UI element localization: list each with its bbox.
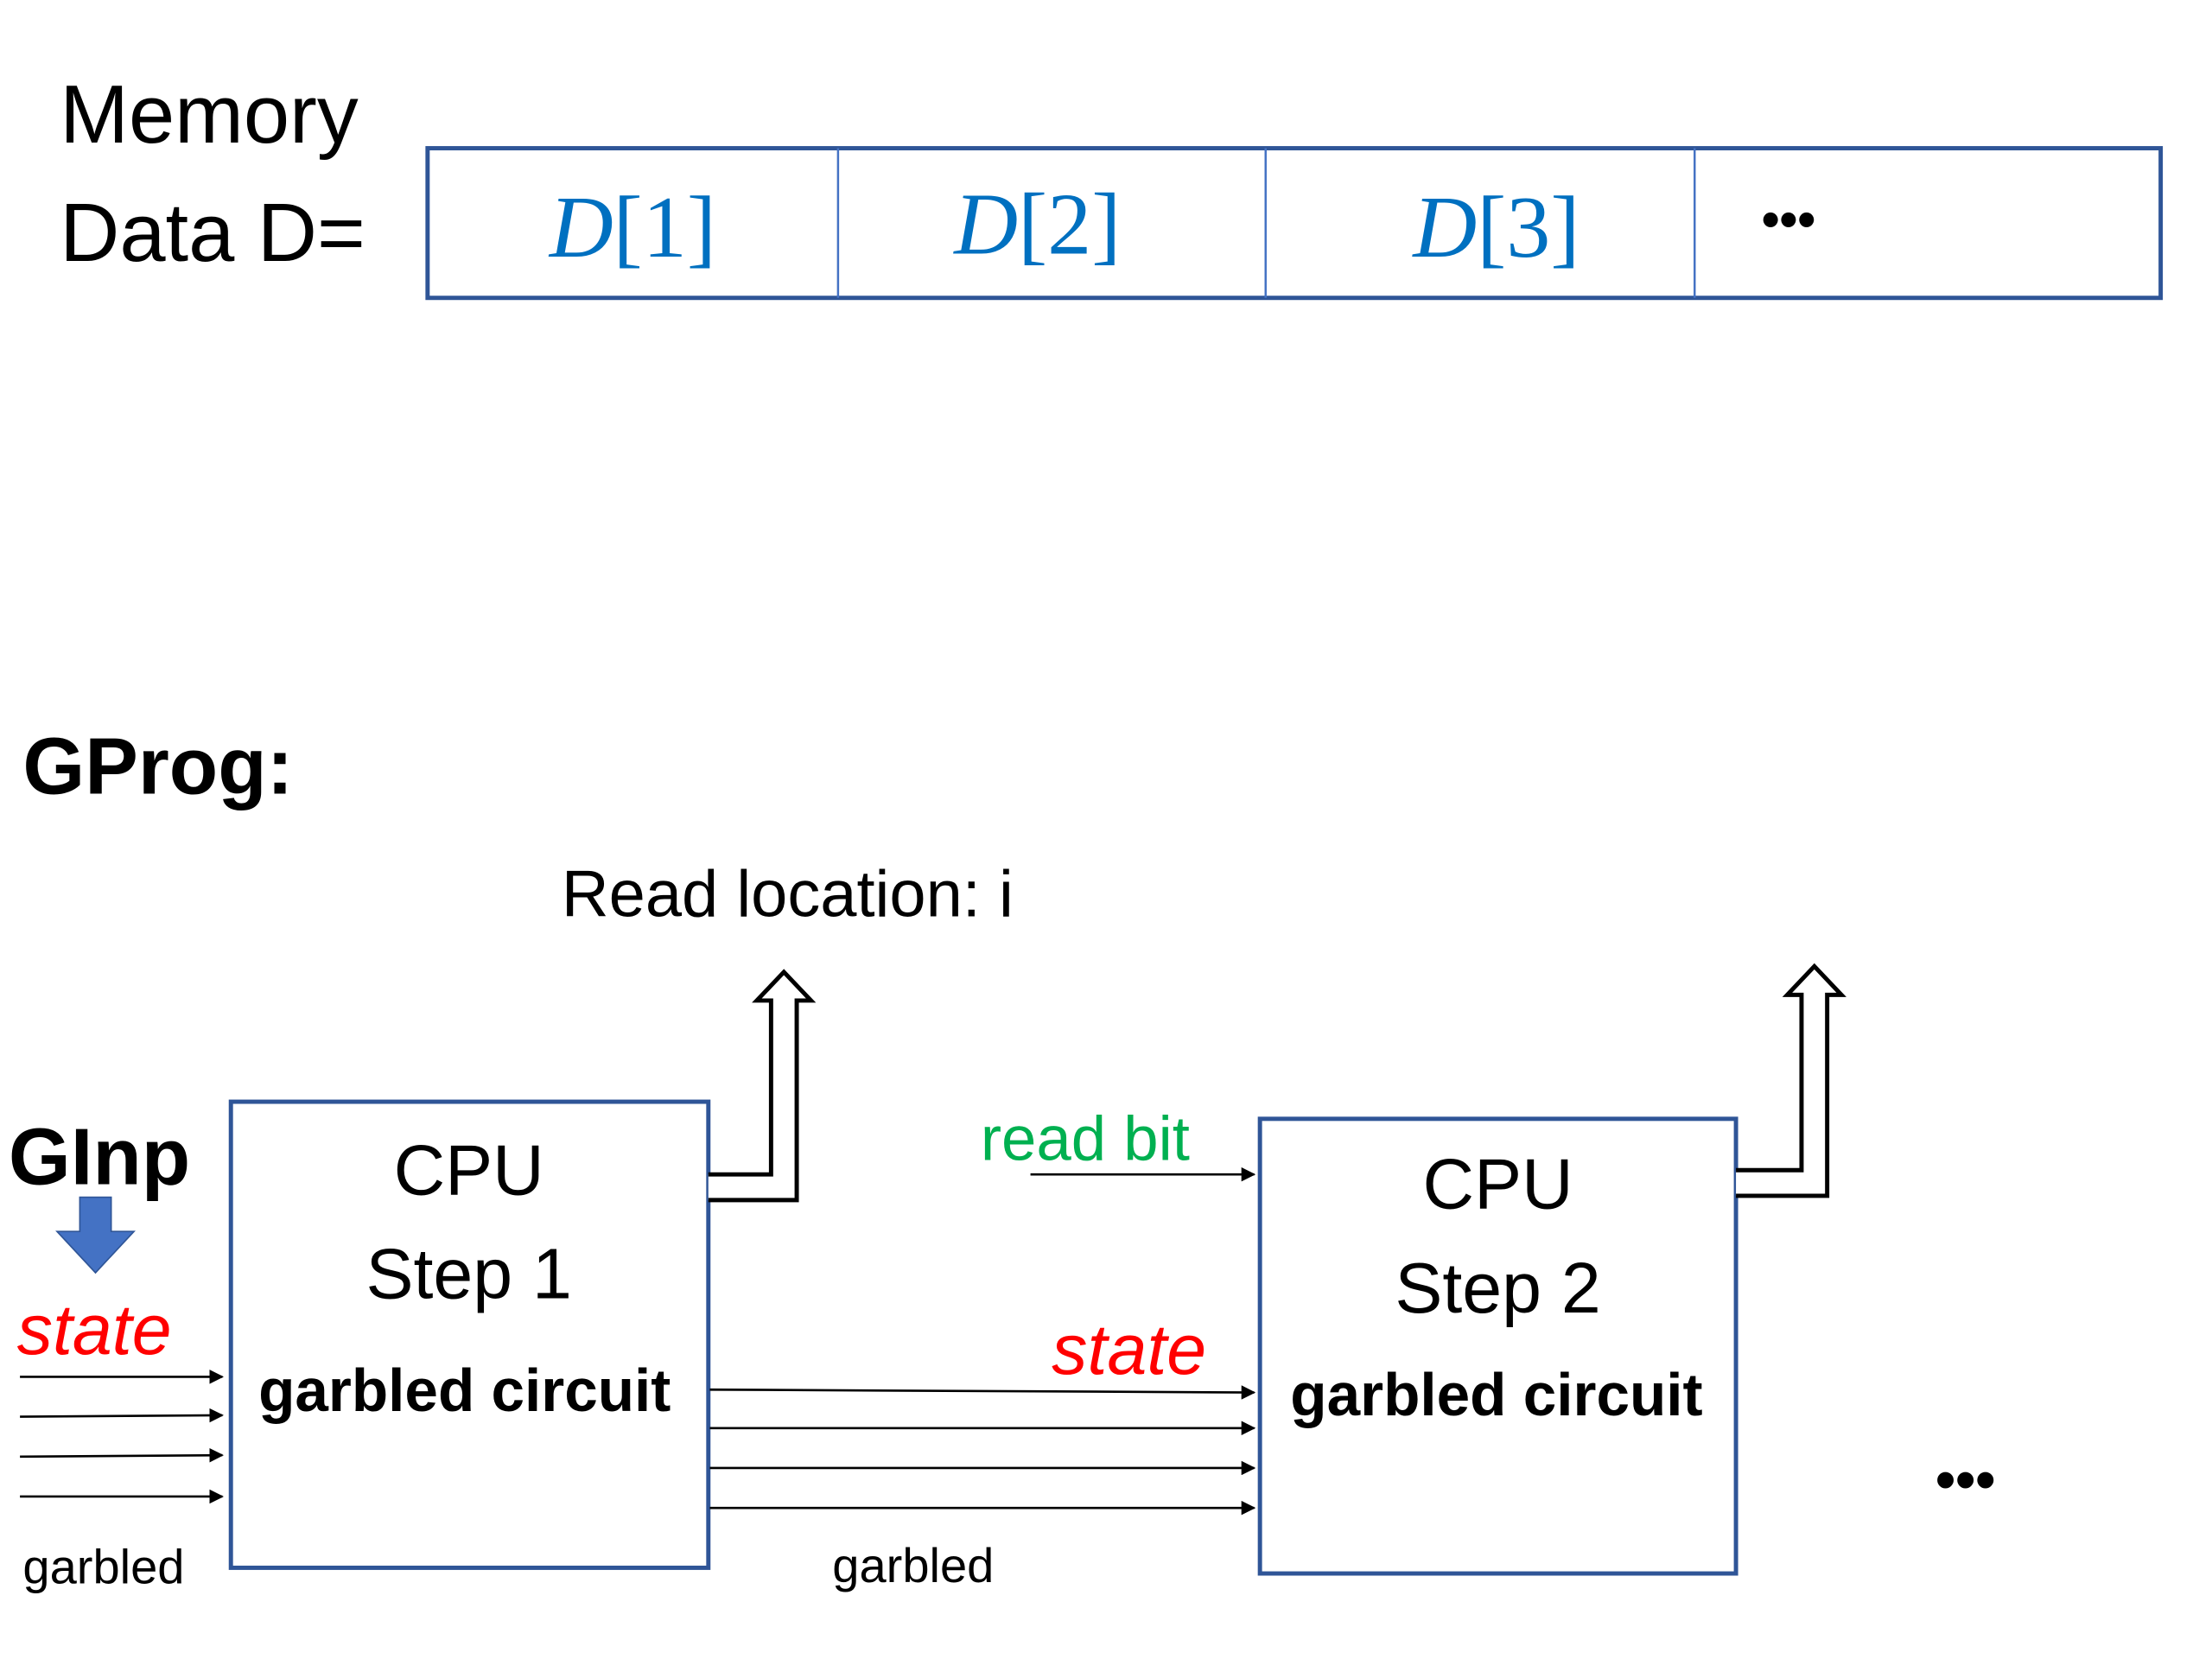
data-label: Data D= <box>60 187 365 279</box>
cpu-step1-box: CPU Step 1 garbled circuit <box>228 1099 711 1570</box>
memory-ellipsis: ••• <box>1762 190 1815 248</box>
cpu-step1-line1: CPU <box>394 1130 544 1210</box>
state-wires-step1-to-step2 <box>709 1385 1256 1516</box>
read-location-label: Read location: i <box>562 858 1014 931</box>
state-label-1: state <box>17 1290 172 1370</box>
state-label-2: state <box>1052 1310 1206 1389</box>
cpu-step2-line1: CPU <box>1423 1145 1573 1224</box>
memory-cell-1: D[1] <box>548 179 716 276</box>
ginp-label: GInp <box>9 1112 190 1202</box>
read-output-arrow-1 <box>708 969 817 1203</box>
cpu-step2-line2: Step 2 <box>1395 1249 1600 1328</box>
cpu-step1-line2: Step 1 <box>365 1235 571 1314</box>
memory-cell-3: D[3] <box>1411 179 1580 276</box>
memory-label: Memory <box>60 68 359 161</box>
read-output-arrow-2 <box>1736 963 1847 1198</box>
trailing-ellipsis: ••• <box>1936 1447 1995 1511</box>
down-arrow-icon <box>55 1196 136 1274</box>
read-bit-label: read bit <box>981 1104 1190 1174</box>
cpu-step2-box: CPU Step 2 garbled circuit <box>1257 1116 1738 1576</box>
garbled-label-2: garbled <box>832 1538 994 1592</box>
gprog-title: GProg: <box>22 721 293 811</box>
cpu-step2-line3: garbled circuit <box>1290 1361 1702 1428</box>
input-wires-step1 <box>20 1370 224 1504</box>
memory-cell-2: D[2] <box>952 176 1121 274</box>
cpu-step1-line3: garbled circuit <box>258 1357 671 1424</box>
garbled-label-1: garbled <box>22 1540 184 1594</box>
memory-array: D[1] D[2] D[3] ••• <box>425 146 2164 301</box>
